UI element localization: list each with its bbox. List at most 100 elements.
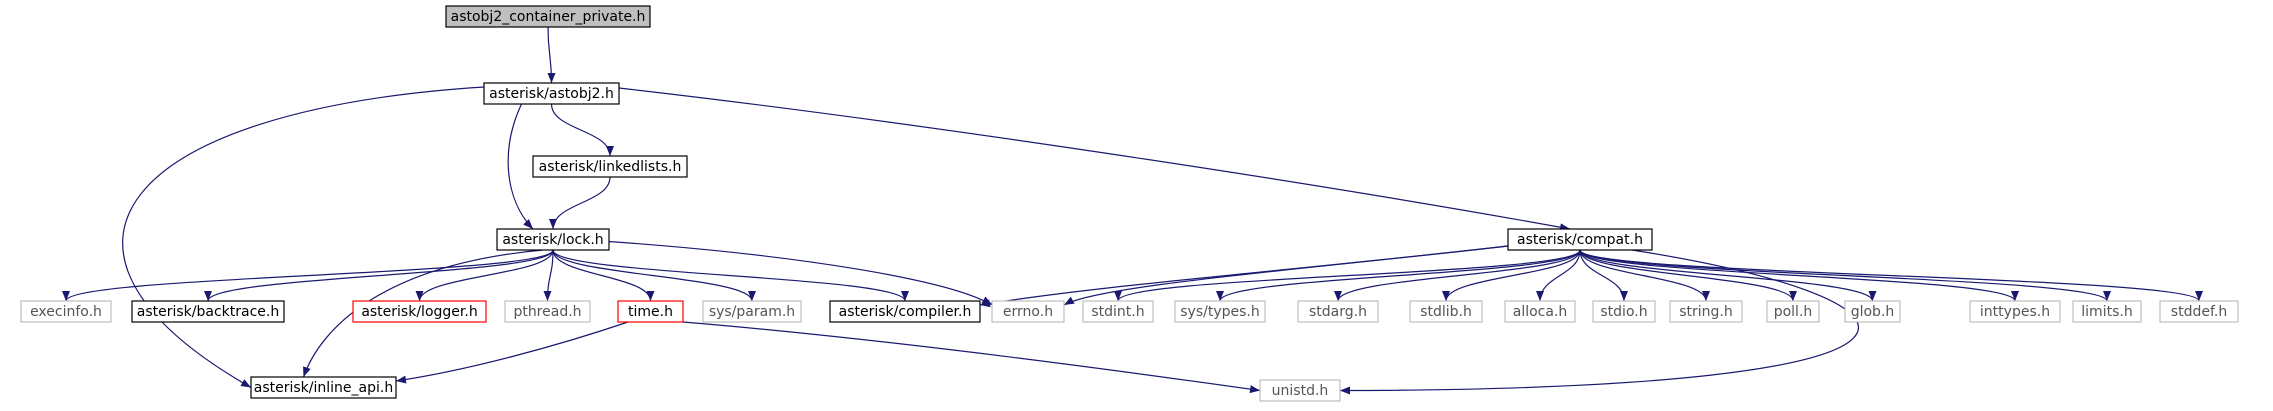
node-pthread: pthread.h (504, 300, 591, 323)
node-root[interactable]: astobj2_container_private.h (445, 5, 651, 28)
node-systypes: sys/types.h (1174, 300, 1266, 323)
edge-compat-to-string (1579, 249, 1710, 302)
node-poll: poll.h (1766, 300, 1820, 323)
node-stdlib: stdlib.h (1409, 300, 1483, 323)
node-stdint-box (1082, 300, 1154, 323)
node-unistd: unistd.h (1259, 379, 1341, 402)
node-glob-label: glob.h (1851, 304, 1895, 320)
edge-lock-to-logger (415, 249, 554, 302)
node-stddef-label: stddef.h (2171, 304, 2227, 320)
edge-linkedlists-to-lock (549, 176, 611, 230)
node-poll-label: poll.h (1774, 304, 1813, 320)
edge-time-to-inline_api (395, 321, 629, 384)
edge-compat-to-alloca (1536, 249, 1581, 302)
node-alloca-box (1504, 300, 1576, 323)
node-root-label: astobj2_container_private.h (451, 9, 646, 25)
edge-lock-to-time (552, 249, 655, 302)
node-poll-box (1766, 300, 1820, 323)
node-lock-label: asterisk/lock.h (502, 232, 603, 248)
node-compiler-label: asterisk/compiler.h (839, 304, 972, 320)
node-errno-box (991, 300, 1065, 323)
edge-lock-to-execinfo (62, 249, 554, 302)
node-unistd-label: unistd.h (1272, 383, 1329, 399)
edge-root-to-astobj2 (547, 26, 556, 84)
node-inline_api[interactable]: asterisk/inline_api.h (250, 376, 397, 399)
node-limits-box (2072, 300, 2142, 323)
node-astobj2[interactable]: asterisk/astobj2.h (483, 82, 620, 105)
edge-astobj2-to-compat (618, 87, 1571, 232)
node-errno-label: errno.h (1003, 304, 1053, 320)
edge-compat-to-errno (1063, 245, 1509, 306)
node-logger[interactable]: asterisk/logger.h (352, 300, 487, 323)
node-stdlib-label: stdlib.h (1420, 304, 1472, 320)
edge-compat-to-limits (1579, 249, 2111, 302)
node-glob: glob.h (1844, 300, 1901, 323)
node-string-box (1669, 300, 1743, 323)
node-time-box (617, 300, 684, 323)
node-execinfo-box (20, 300, 112, 323)
node-backtrace[interactable]: asterisk/backtrace.h (131, 300, 285, 323)
node-logger-label: asterisk/logger.h (361, 304, 477, 320)
edge-time-to-unistd (682, 321, 1261, 394)
node-stdarg: stdarg.h (1297, 300, 1379, 323)
edge-compat-to-stdio (1579, 249, 1628, 302)
node-stdarg-label: stdarg.h (1309, 304, 1367, 320)
node-alloca: alloca.h (1504, 300, 1576, 323)
edge-lock-to-pthread (543, 249, 554, 302)
node-sysparam-box (702, 300, 802, 323)
node-astobj2-box (483, 82, 620, 105)
node-astobj2-label: asterisk/astobj2.h (489, 86, 614, 102)
node-compat-box (1507, 228, 1653, 251)
node-backtrace-box (131, 300, 285, 323)
node-pthread-label: pthread.h (513, 304, 581, 320)
node-inttypes-box (1969, 300, 2061, 323)
node-linkedlists[interactable]: asterisk/linkedlists.h (532, 155, 688, 178)
edge-compat-to-poll (1579, 249, 1797, 302)
node-lock-box (496, 228, 610, 251)
node-string: string.h (1669, 300, 1743, 323)
nodes-layer: astobj2_container_private.h asterisk/asto… (20, 5, 2239, 402)
node-stdio-label: stdio.h (1600, 304, 1647, 320)
node-linkedlists-box (532, 155, 688, 178)
node-glob-box (1844, 300, 1901, 323)
node-stddef: stddef.h (2159, 300, 2239, 323)
node-backtrace-label: asterisk/backtrace.h (137, 304, 279, 320)
edge-astobj2-to-lock (507, 103, 534, 230)
node-logger-box (352, 300, 487, 323)
node-stdint-label: stdint.h (1091, 304, 1144, 320)
edge-compat-to-stdarg (1334, 249, 1581, 302)
edge-lock-to-compiler (552, 249, 909, 302)
node-limits: limits.h (2072, 300, 2142, 323)
node-execinfo: execinfo.h (20, 300, 112, 323)
node-compat[interactable]: asterisk/compat.h (1507, 228, 1653, 251)
node-sysparam-label: sys/param.h (709, 304, 795, 320)
node-stdint: stdint.h (1082, 300, 1154, 323)
node-stdlib-box (1409, 300, 1483, 323)
node-systypes-box (1174, 300, 1266, 323)
node-execinfo-label: execinfo.h (30, 304, 102, 320)
node-compat-label: asterisk/compat.h (1517, 232, 1643, 248)
node-time-label: time.h (628, 304, 673, 320)
edge-compat-to-unistd (1339, 249, 1859, 395)
node-pthread-box (504, 300, 591, 323)
edge-compat-to-systypes (1216, 249, 1581, 302)
node-inline_api-box (250, 376, 397, 399)
edge-compat-to-stdint (1114, 249, 1581, 302)
node-string-label: string.h (1679, 304, 1733, 320)
edges-layer (62, 26, 2203, 395)
node-systypes-label: sys/types.h (1180, 304, 1259, 320)
edge-compat-to-inttypes (1579, 249, 2019, 302)
node-stdarg-box (1297, 300, 1379, 323)
node-compiler[interactable]: asterisk/compiler.h (829, 300, 981, 323)
node-stdio-box (1592, 300, 1656, 323)
edge-compat-to-glob (1579, 249, 1877, 302)
node-time[interactable]: time.h (617, 300, 684, 323)
edge-compat-to-stdlib (1442, 249, 1581, 302)
edge-lock-to-sysparam (552, 249, 756, 302)
node-lock[interactable]: asterisk/lock.h (496, 228, 610, 251)
node-compiler-box (829, 300, 981, 323)
node-limits-label: limits.h (2081, 304, 2132, 320)
node-sysparam: sys/param.h (702, 300, 802, 323)
node-stddef-box (2159, 300, 2239, 323)
